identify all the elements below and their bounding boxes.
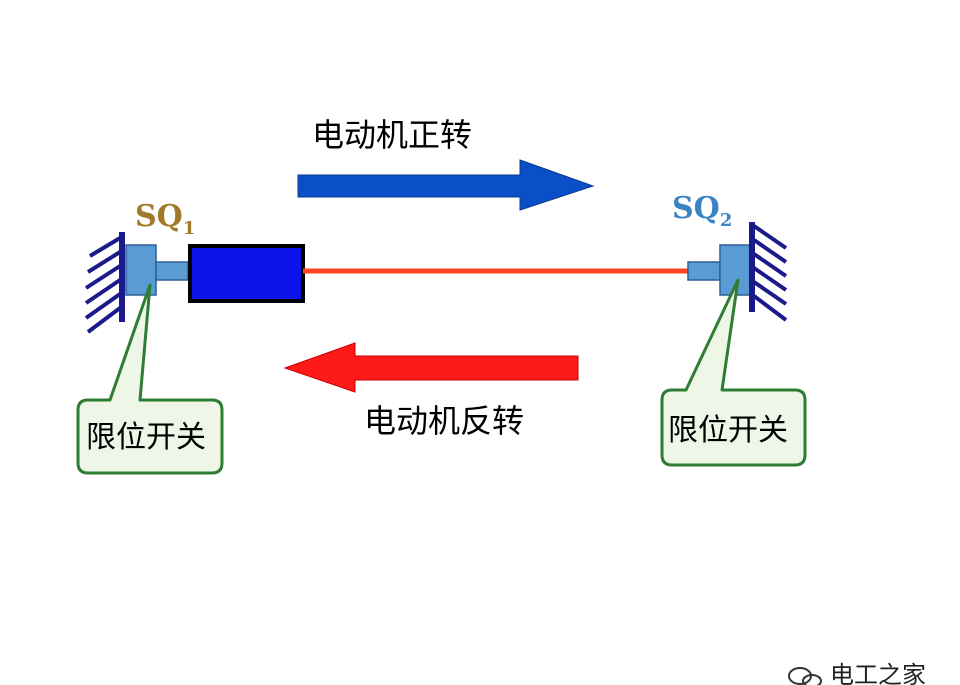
watermark: 电工之家 xyxy=(788,661,926,685)
motor-carriage xyxy=(188,244,305,303)
right-wall xyxy=(749,222,788,322)
right-callout xyxy=(660,278,807,467)
limit-switch-sq1 xyxy=(125,244,189,296)
watermark-text: 电工之家 xyxy=(830,661,926,685)
left-callout-text: 限位开关 xyxy=(86,420,206,455)
forward-arrow xyxy=(297,159,595,211)
right-callout-text: 限位开关 xyxy=(668,413,788,448)
left-callout xyxy=(76,283,224,475)
limit-switch-sq2 xyxy=(687,244,751,296)
sq1-label: SQ1 xyxy=(135,199,195,239)
left-wall xyxy=(84,232,125,334)
sq2-label: SQ2 xyxy=(672,191,732,231)
wechat-icon xyxy=(788,667,822,685)
reverse-label: 电动机反转 xyxy=(364,402,524,440)
forward-label: 电动机正转 xyxy=(312,116,472,154)
reverse-arrow xyxy=(283,342,579,393)
